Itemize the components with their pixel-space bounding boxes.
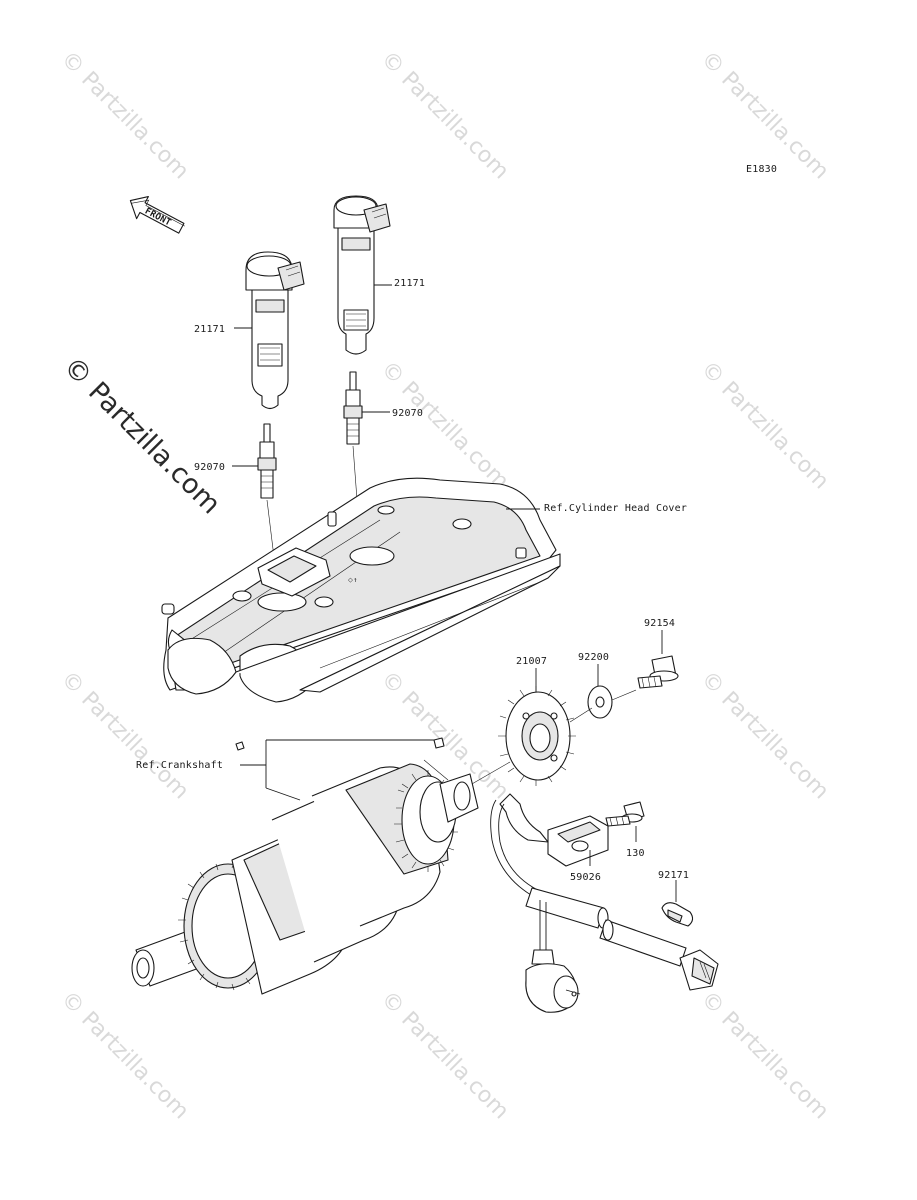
watermark: © Partzilla.com	[56, 987, 194, 1125]
ignition-coil-right[interactable]	[333, 195, 391, 355]
callout-coil-right[interactable]: 21171	[394, 278, 425, 289]
watermark: © Partzilla.com	[376, 47, 514, 185]
callout-coil-left[interactable]: 21171	[194, 324, 225, 335]
callout-crankshaft[interactable]: Ref.Crankshaft	[136, 760, 223, 771]
bolt-92154[interactable]	[637, 630, 679, 689]
callout-plug-right[interactable]: 92070	[392, 408, 423, 419]
washer-92200[interactable]	[587, 664, 613, 719]
watermark: © Partzilla.com	[56, 47, 194, 185]
spark-plug-left[interactable]	[257, 423, 277, 499]
watermark: © Partzilla.com	[376, 357, 514, 495]
cover-mark: ⬦↑	[348, 576, 358, 584]
callout-59026[interactable]: 59026	[570, 872, 601, 883]
cylinder-head-cover: ⬦↑	[161, 477, 561, 703]
ignition-coil-left[interactable]	[245, 251, 305, 410]
diagram-code: E1830	[746, 164, 777, 175]
watermark: © Partzilla.com	[696, 987, 834, 1125]
watermark: © Partzilla.com	[696, 357, 834, 495]
pickup-sensor-59026[interactable]	[490, 793, 609, 901]
crankshaft	[131, 741, 479, 995]
bolt-130[interactable]	[605, 801, 645, 842]
front-arrow-icon: FRONT	[129, 196, 185, 234]
callout-head-cover[interactable]: Ref.Cylinder Head Cover	[544, 503, 687, 514]
watermark-main: © Partzilla.com	[57, 351, 226, 520]
callout-92200[interactable]: 92200	[578, 652, 609, 663]
harness	[525, 887, 719, 1013]
watermark: © Partzilla.com	[696, 667, 834, 805]
watermark: © Partzilla.com	[376, 987, 514, 1125]
clamp-92171[interactable]	[661, 880, 694, 927]
callout-130[interactable]: 130	[626, 848, 645, 859]
rotor-21007[interactable]	[498, 668, 576, 786]
callout-92154[interactable]: 92154	[644, 618, 675, 629]
callout-21007[interactable]: 21007	[516, 656, 547, 667]
callout-92171[interactable]: 92171	[658, 870, 689, 881]
callout-plug-left[interactable]: 92070	[194, 462, 225, 473]
spark-plug-right[interactable]	[343, 371, 363, 445]
